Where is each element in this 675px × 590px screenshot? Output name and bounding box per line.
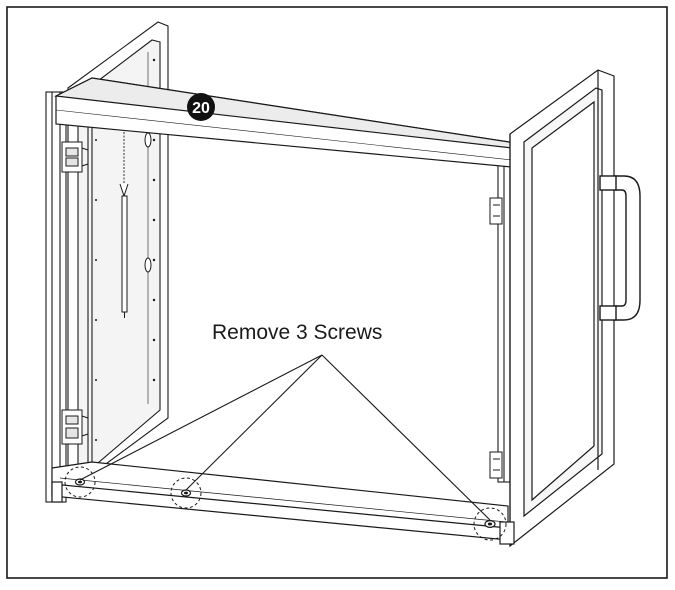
door-handle xyxy=(599,175,641,321)
screw-left[interactable] xyxy=(64,466,96,498)
screw-middle[interactable] xyxy=(170,477,202,509)
screw-right[interactable] xyxy=(473,507,507,541)
part-number-label: 20 xyxy=(192,100,210,117)
left-hinge-bottom xyxy=(61,409,89,445)
right-hinge-bottom xyxy=(489,451,503,479)
callout-leader-lines xyxy=(79,354,491,521)
bottom-front-rail xyxy=(51,461,515,545)
left-door-panel xyxy=(67,21,169,494)
door-oval-hole xyxy=(144,132,152,148)
right-hinge-top xyxy=(489,197,503,225)
part-number-badge: 20 xyxy=(187,93,215,121)
top-crossbar xyxy=(53,77,525,169)
door-oval-hole xyxy=(144,257,152,273)
left-hinge-top xyxy=(61,141,89,173)
right-side-panel xyxy=(509,69,615,548)
left-front-post xyxy=(45,91,67,503)
callout-text: Remove 3 Screws xyxy=(212,321,382,344)
diagram-border xyxy=(6,6,668,579)
